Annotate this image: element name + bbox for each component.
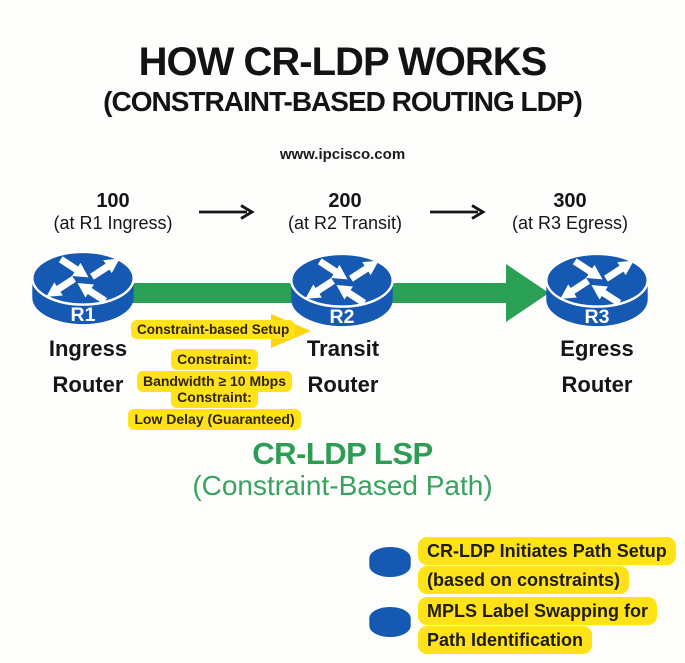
right-arrow-icon bbox=[430, 204, 486, 220]
router-id-label: R1 bbox=[71, 304, 96, 326]
role-line: Router bbox=[307, 372, 379, 397]
setup-arrow-label: Constraint-based Setup bbox=[131, 320, 296, 339]
constraint-line: Bandwidth ≥ 10 Mbps bbox=[136, 371, 293, 392]
router-role-egress: Egress Router bbox=[537, 331, 657, 403]
cisco-router-icon: R3 bbox=[545, 252, 649, 328]
label-location: (at R3 Egress) bbox=[511, 213, 629, 234]
right-arrow-icon bbox=[199, 204, 255, 220]
cisco-router-icon: R1 bbox=[31, 250, 135, 326]
legend-line: Path Identification bbox=[418, 626, 593, 654]
constraint-bandwidth: Constraint: Bandwidth ≥ 10 Mbps bbox=[112, 349, 317, 393]
setup-arrow-annotation: Constraint-based Setup bbox=[131, 311, 316, 351]
legend-line: MPLS Label Swapping for bbox=[418, 597, 658, 625]
role-line: Transit bbox=[306, 336, 380, 361]
router-id-label: R2 bbox=[330, 306, 355, 328]
legend-item-label-swapping: MPLS Label Swapping for Path Identificat… bbox=[368, 597, 658, 655]
label-location: (at R1 Ingress) bbox=[53, 213, 173, 234]
constraint-line: Constraint: bbox=[171, 349, 258, 370]
label-200-group: 200 (at R2 Transit) bbox=[260, 190, 430, 234]
router-bullet-icon bbox=[369, 546, 411, 578]
label-100-group: 100 (at R1 Ingress) bbox=[28, 190, 198, 234]
constraint-low-delay: Constraint: Low Delay (Guaranteed) bbox=[112, 387, 317, 431]
legend-line: (based on constraints) bbox=[418, 566, 630, 594]
lsp-title: CR-LDP LSP bbox=[252, 436, 433, 471]
page-subtitle: (CONSTRAINT-BASED ROUTING LDP) bbox=[103, 86, 583, 117]
role-line: Router bbox=[52, 372, 124, 397]
constraint-line: Low Delay (Guaranteed) bbox=[128, 409, 301, 430]
label-value: 200 bbox=[328, 190, 362, 212]
label-location: (at R2 Transit) bbox=[287, 213, 403, 234]
constraint-line: Constraint: bbox=[171, 387, 258, 408]
label-value: 100 bbox=[96, 190, 130, 212]
lsp-subtitle: (Constraint-Based Path) bbox=[192, 470, 493, 501]
router-role-transit: Transit Router bbox=[283, 331, 403, 403]
role-line: Egress bbox=[560, 336, 634, 361]
role-line: Ingress bbox=[48, 336, 128, 361]
label-value: 300 bbox=[553, 190, 587, 212]
router-id-label: R3 bbox=[585, 306, 610, 328]
cisco-router-icon: R2 bbox=[290, 252, 394, 328]
legend-item-path-setup: CR-LDP Initiates Path Setup (based on co… bbox=[368, 537, 676, 595]
page-title: HOW CR-LDP WORKS bbox=[138, 40, 548, 84]
router-role-ingress: Ingress Router bbox=[28, 331, 148, 403]
green-path-arrowhead-icon bbox=[506, 264, 549, 322]
router-bullet-icon bbox=[369, 606, 411, 638]
label-300-group: 300 (at R3 Egress) bbox=[485, 190, 655, 234]
website-url: www.ipcisco.com bbox=[279, 146, 406, 163]
legend-line: CR-LDP Initiates Path Setup bbox=[418, 537, 676, 565]
role-line: Router bbox=[561, 372, 633, 397]
